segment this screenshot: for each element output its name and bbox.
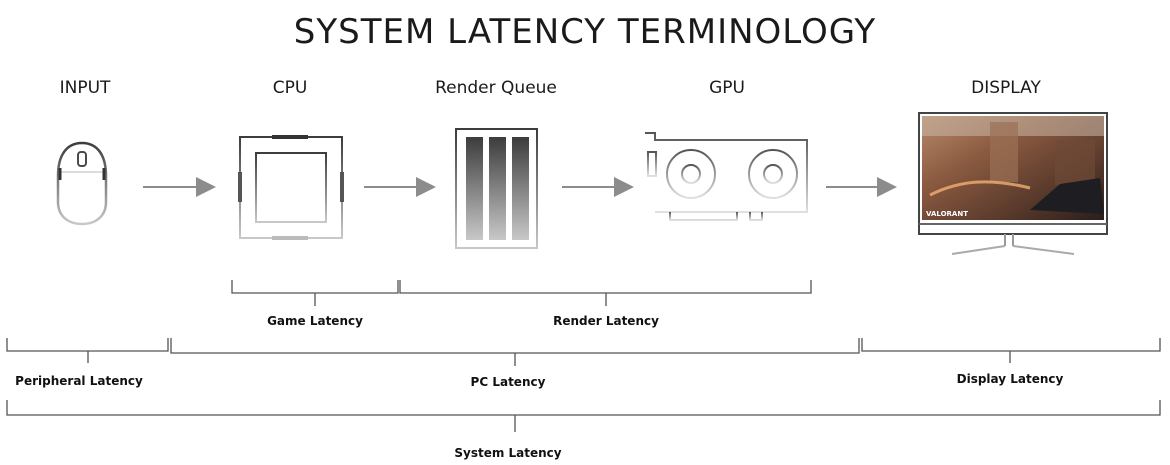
valorant-logo: VALORANT: [926, 210, 968, 218]
label-display-latency: Display Latency: [956, 372, 1064, 386]
stage-label-gpu: GPU: [709, 78, 745, 98]
bracket-system-latency: [6, 400, 1161, 432]
stage-label-display: DISPLAY: [971, 78, 1041, 98]
label-pc-latency: PC Latency: [470, 375, 546, 389]
bracket-peripheral-latency: [6, 338, 169, 363]
render-queue-icon: [455, 128, 538, 249]
stage-label-input: INPUT: [59, 78, 111, 98]
gpu-card-icon: [645, 132, 808, 236]
monitor-icon: VALORANT: [918, 112, 1108, 255]
bracket-render-latency: [399, 280, 812, 306]
label-game-latency: Game Latency: [267, 314, 363, 328]
bracket-game-latency: [231, 280, 399, 306]
latency-brackets: [6, 280, 1161, 432]
stage-label-render-queue: Render Queue: [435, 78, 557, 98]
stage-label-cpu: CPU: [272, 78, 308, 98]
label-system-latency: System Latency: [454, 446, 562, 460]
bracket-display-latency: [861, 338, 1161, 363]
label-peripheral-latency: Peripheral Latency: [15, 374, 143, 388]
cpu-chip-icon: [238, 135, 344, 240]
bracket-pc-latency: [170, 338, 860, 366]
mouse-icon: [56, 141, 108, 226]
label-render-latency: Render Latency: [553, 314, 659, 328]
diagram-title: SYSTEM LATENCY TERMINOLOGY: [293, 12, 877, 52]
